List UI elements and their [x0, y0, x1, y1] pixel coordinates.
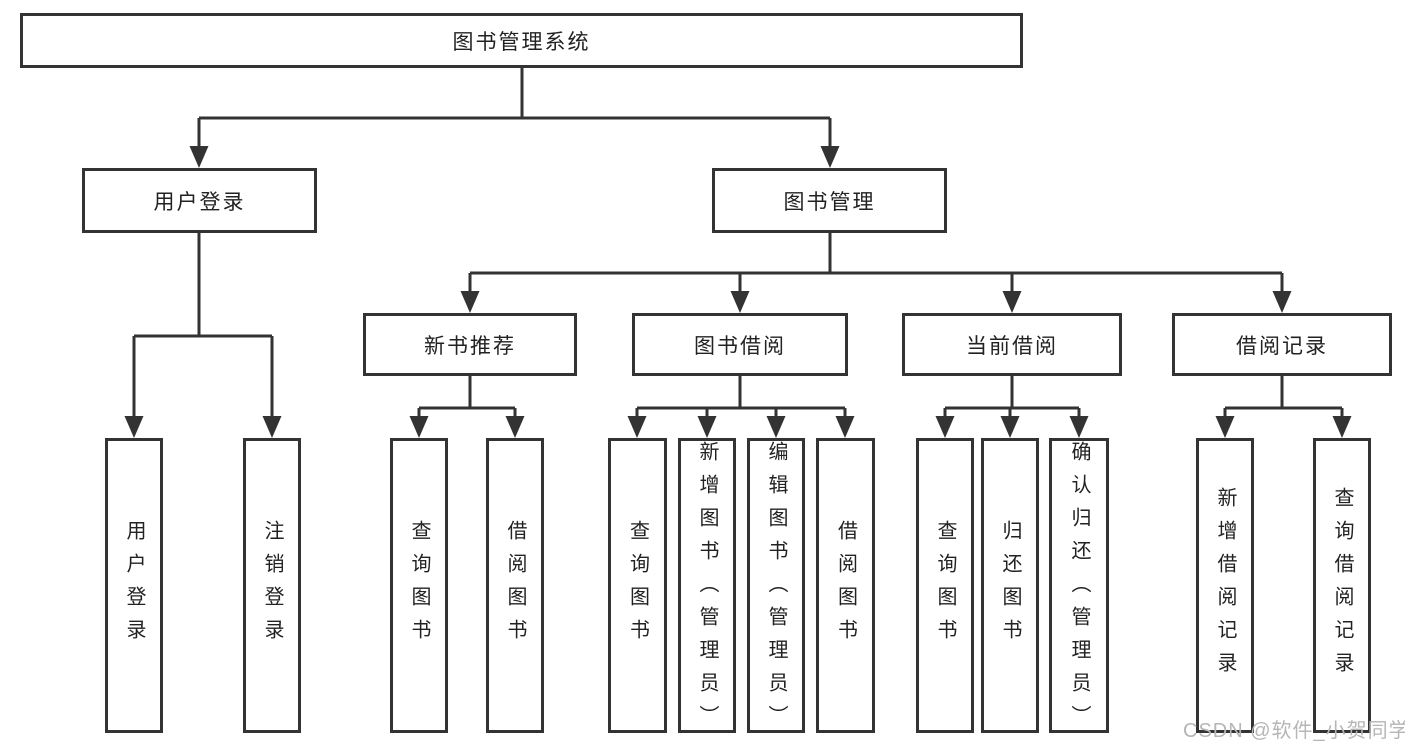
- leaf-borrow-books-recommend: 借阅图书: [486, 438, 544, 733]
- leaf-label: 查询图书: [626, 519, 649, 652]
- leaf-query-books-current: 查询图书: [916, 438, 974, 733]
- leaf-label: 查询图书: [408, 519, 430, 652]
- node-book-borrowing: 图书借阅: [632, 313, 848, 376]
- node-borrowing-records: 借阅记录: [1172, 313, 1392, 376]
- leaf-add-borrow-record: 新增借阅记录: [1196, 438, 1254, 733]
- node-new-book-recommendation: 新书推荐: [363, 313, 577, 376]
- leaf-borrow-books: 借阅图书: [816, 438, 875, 733]
- leaf-edit-books-admin: 编辑图书（管理员）: [747, 438, 805, 738]
- leaf-query-books-recommend: 查询图书: [390, 438, 448, 733]
- node-library-management-system: 图书管理系统: [20, 13, 1023, 68]
- leaf-label: 查询图书: [934, 519, 956, 652]
- node-user-login: 用户登录: [82, 168, 317, 233]
- leaf-label: 借阅图书: [504, 519, 526, 652]
- leaf-label: 确认归还（管理员）: [1068, 441, 1090, 738]
- leaf-label: 注销登录: [261, 519, 283, 652]
- leaf-label: 归还图书: [999, 519, 1021, 652]
- leaf-confirm-return-admin: 确认归还（管理员）: [1049, 438, 1109, 738]
- leaf-label: 用户登录: [123, 519, 145, 652]
- leaf-query-borrow-record: 查询借阅记录: [1313, 438, 1371, 733]
- connector-arrowheads: [124, 146, 1352, 438]
- leaf-label: 新增图书（管理员）: [696, 441, 718, 738]
- leaf-label: 编辑图书（管理员）: [765, 441, 787, 738]
- leaf-label: 借阅图书: [834, 519, 857, 652]
- node-book-management: 图书管理: [712, 168, 947, 233]
- leaf-logout: 注销登录: [243, 438, 301, 733]
- connector-segments: [132, 68, 1344, 420]
- csdn-watermark: CSDN @软件_小贺同学: [1183, 720, 1405, 742]
- leaf-label: 新增借阅记录: [1214, 486, 1236, 685]
- leaf-label: 查询借阅记录: [1331, 486, 1353, 685]
- leaf-return-books: 归还图书: [981, 438, 1039, 733]
- node-current-borrowing: 当前借阅: [902, 313, 1122, 376]
- leaf-user-login: 用户登录: [105, 438, 163, 733]
- leaf-query-books-borrow: 查询图书: [608, 438, 667, 733]
- leaf-add-books-admin: 新增图书（管理员）: [678, 438, 736, 738]
